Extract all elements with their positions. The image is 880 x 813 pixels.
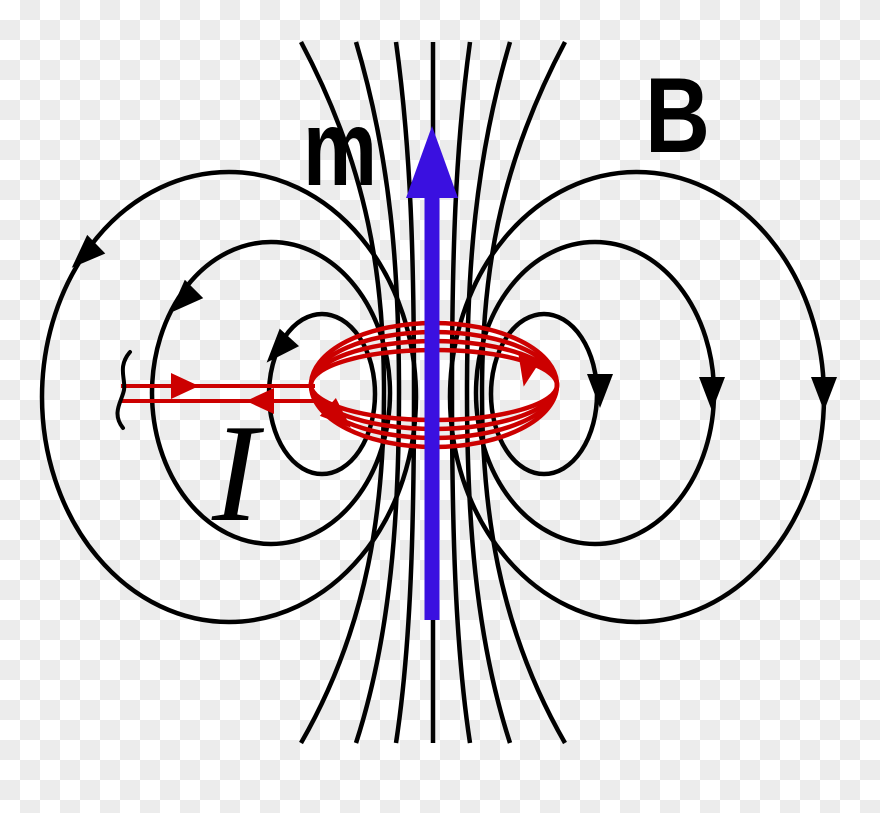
moment-arrow-shaft — [424, 196, 440, 620]
moment-arrow — [406, 126, 458, 620]
field-direction-arrow-icon — [169, 279, 204, 314]
field-line-funnel — [299, 40, 387, 745]
moment-label: m — [303, 87, 377, 208]
field-line-loop — [149, 239, 393, 547]
field-line-loop — [488, 311, 600, 477]
field-line-loop — [447, 169, 827, 625]
field-direction-arrow-icon — [699, 377, 725, 411]
moment-arrow-head-icon — [406, 126, 458, 198]
field-lines — [39, 40, 837, 745]
field-label: B — [645, 55, 710, 175]
field-direction-arrow-icon — [587, 374, 613, 408]
current-direction-arrow-icon — [319, 398, 351, 428]
current-direction-arrow-icon — [171, 373, 199, 399]
current-label: I — [211, 396, 265, 551]
current-loop — [115, 320, 560, 450]
field-line-funnel — [353, 41, 402, 744]
field-line-loop — [39, 169, 419, 625]
wire-break-squiggle — [115, 350, 132, 430]
current-direction-arrow-icon — [518, 353, 542, 387]
field-line-funnel — [479, 40, 567, 745]
field-direction-arrow-icon — [811, 377, 837, 411]
field-direction-arrow-icon — [71, 234, 106, 268]
field-line-funnel — [464, 41, 513, 744]
field-direction-arrow-icon — [266, 328, 300, 363]
current-direction-arrow-icon — [246, 388, 274, 414]
